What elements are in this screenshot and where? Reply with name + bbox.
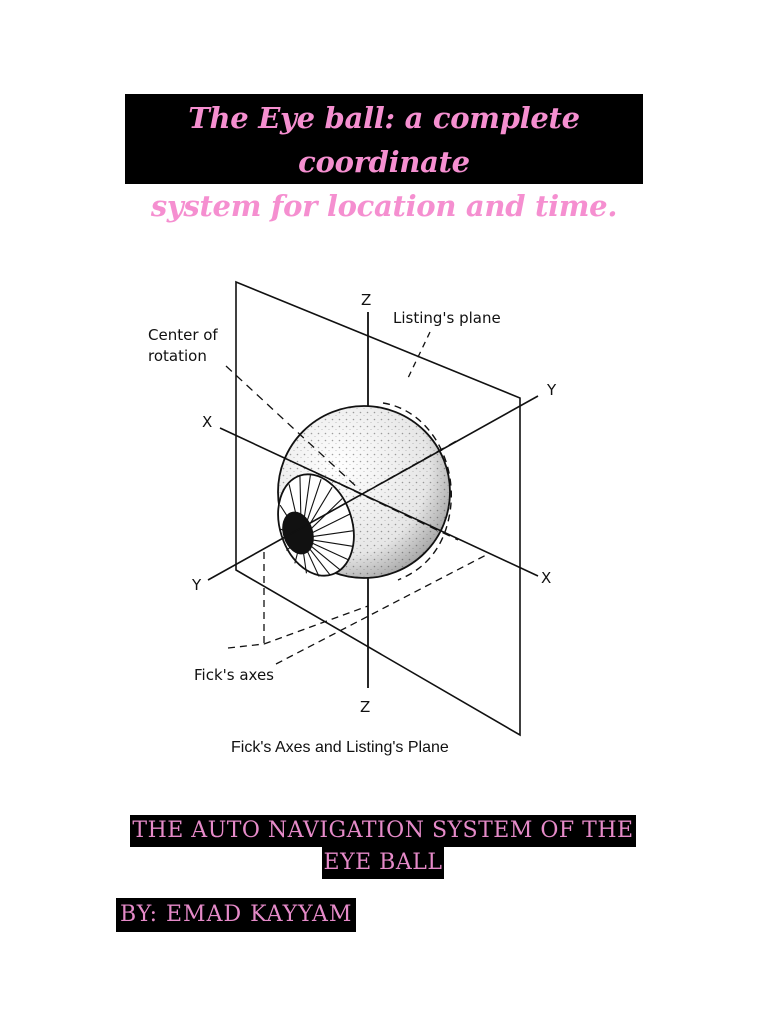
label-y-right: Y: [546, 381, 557, 399]
diagram-svg: Z Z X X Y Y Listing's plane Center of ro…: [148, 280, 557, 756]
x-axis: [219, 427, 539, 577]
document-title: The Eye ball: a complete coordinate syst…: [125, 96, 643, 228]
pupil: [282, 511, 314, 555]
label-rotation: rotation: [148, 347, 207, 365]
label-y-left: Y: [191, 576, 202, 594]
label-z-bottom: Z: [360, 698, 370, 716]
title-background: [125, 94, 643, 184]
y-axis: [207, 395, 539, 581]
subtitle-line-2: EYE BALL: [321, 847, 445, 879]
label-x-right: X: [541, 569, 551, 587]
author-byline: BY: EMAD KAYYAM: [116, 898, 357, 932]
subtitle-line-1: THE AUTO NAVIGATION SYSTEM OF THE: [130, 815, 636, 847]
eye-coordinate-diagram: Z Z X X Y Y Listing's plane Center of ro…: [128, 250, 578, 795]
label-x-left: X: [202, 413, 212, 431]
sphere-back-dashed: [382, 402, 452, 581]
figure-caption: Fick's Axes and Listing's Plane: [231, 739, 449, 756]
subtitle: THE AUTO NAVIGATION SYSTEM OF THE EYE BA…: [122, 815, 644, 879]
listings-plane: [235, 280, 521, 737]
listings-plane-pointer: [407, 331, 431, 379]
title-line-1: The Eye ball: a complete coordinate: [188, 101, 580, 179]
title-line-2: system for location and time.: [150, 189, 618, 223]
label-ficks-axes: Fick's axes: [194, 666, 274, 684]
center-rotation-pointer: [225, 365, 361, 491]
label-listings-plane: Listing's plane: [393, 309, 501, 327]
label-z-top: Z: [361, 291, 371, 309]
ficks-axes-lines: [227, 552, 489, 665]
label-center-of: Center of: [148, 326, 218, 344]
